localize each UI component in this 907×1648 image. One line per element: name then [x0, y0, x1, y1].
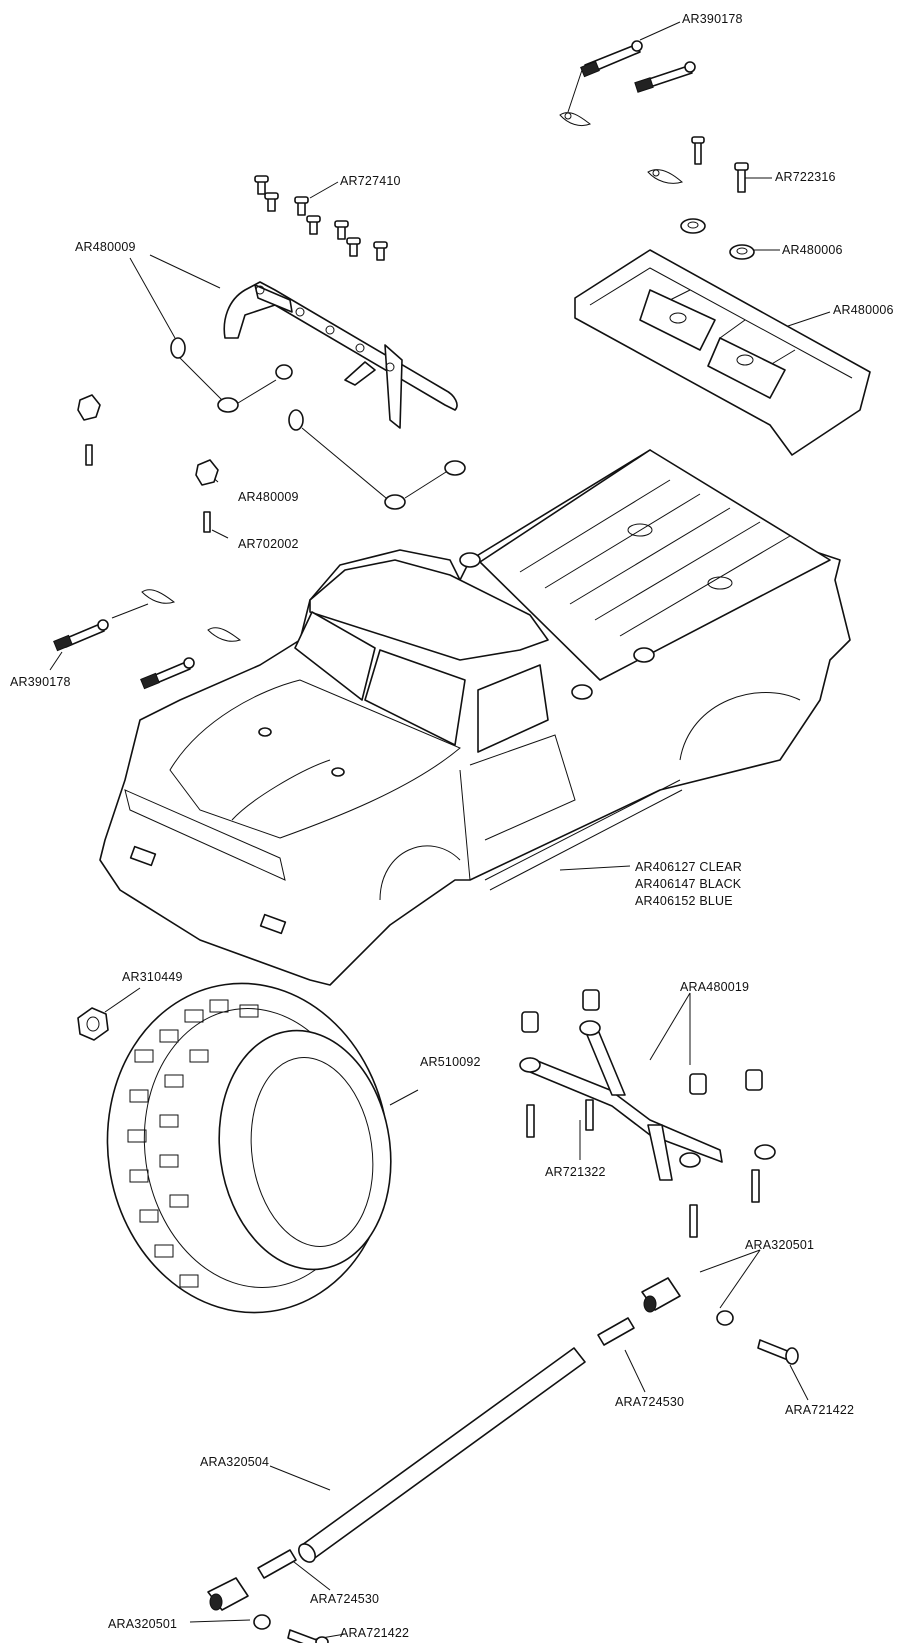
part-label-ar390178-left: AR390178: [10, 675, 71, 689]
part-label-ara724530-right: ARA724530: [615, 1395, 685, 1409]
part-label-ar310449: AR310449: [122, 970, 183, 984]
part-label-ara724530-left: ARA724530: [310, 1592, 380, 1606]
part-label-ar480006-wing: AR480006: [833, 303, 894, 317]
part-label-ara721422-right: ARA721422: [785, 1403, 855, 1417]
tire-wheel: [106, 982, 392, 1314]
rear-wing: [574, 249, 871, 456]
part-label-ara320501-right: ARA320501: [745, 1238, 815, 1252]
body-clip-pin-left-1: [53, 619, 109, 652]
body-clip-top-1: [559, 112, 592, 127]
body-clip-left-1: [141, 589, 176, 604]
part-label-body-blue: AR406152 BLUE: [635, 894, 733, 908]
link-rod-assembly: [207, 1277, 799, 1648]
part-label-ar480006-washer: AR480006: [782, 243, 843, 257]
cage-mounts: [170, 337, 466, 510]
part-label-ara320501-left: ARA320501: [108, 1617, 178, 1631]
part-label-body-black: AR406147 BLACK: [635, 877, 742, 891]
part-label-ara721422-left: ARA721422: [340, 1626, 410, 1640]
body-clip-pin-left-2: [140, 657, 195, 690]
part-label-ar480009-top: AR480009: [75, 240, 136, 254]
leader-lines: [49, 21, 831, 1641]
wing-screw-small: [691, 136, 705, 165]
part-label-ara480019: ARA480019: [680, 980, 750, 994]
truck-body-shell: [99, 449, 851, 986]
wing-washer-2: [729, 244, 755, 260]
body-mount-left-2: [195, 459, 219, 533]
body-clip-top-2: [647, 169, 683, 184]
part-label-body-clear: AR406127 CLEAR: [635, 860, 743, 874]
body-mount-left-1: [77, 394, 101, 466]
cage-screws: [254, 175, 388, 261]
part-label-ar702002: AR702002: [238, 537, 299, 551]
body-mount-brace: [519, 989, 776, 1238]
body-clip-left-2: [207, 627, 242, 642]
part-label-ar390178-top: AR390178: [682, 12, 743, 26]
part-label-ar480009-mid: AR480009: [238, 490, 299, 504]
wing-washer-1: [680, 218, 706, 234]
part-label-ar722316: AR722316: [775, 170, 836, 184]
part-label-ar510092: AR510092: [420, 1055, 481, 1069]
lug-nut: [77, 1007, 109, 1041]
wing-screw: [734, 162, 749, 193]
roll-cage: [223, 281, 458, 429]
part-label-ar727410: AR727410: [340, 174, 401, 188]
part-label-ar721322: AR721322: [545, 1165, 606, 1179]
body-clip-pin-top-1: [580, 40, 643, 78]
part-label-ara320504: ARA320504: [200, 1455, 270, 1469]
body-clip-pin-top-2: [634, 61, 696, 93]
